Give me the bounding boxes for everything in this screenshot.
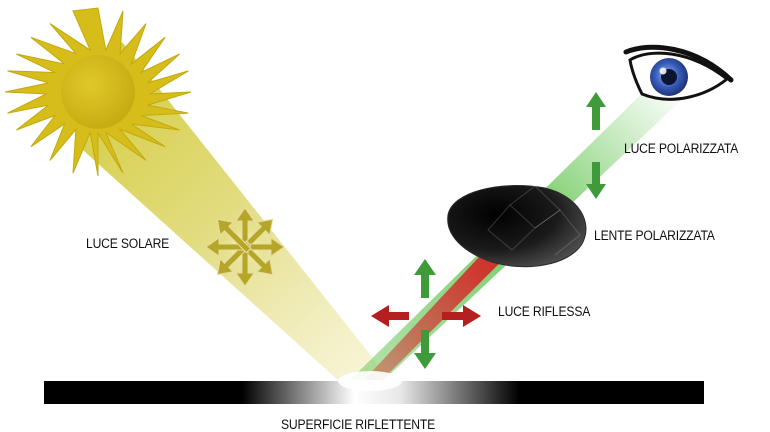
reflection-glare — [338, 371, 402, 391]
eye-icon — [623, 44, 734, 101]
sunlight-label: LUCE SOLARE — [86, 236, 170, 251]
sun-icon — [4, 7, 192, 177]
polarized-light-label: LUCE POLARIZZATA — [624, 141, 739, 156]
reflective-surface-label: SUPERFICIE RIFLETTENTE — [281, 417, 436, 432]
reflective-surface — [44, 381, 704, 404]
reflected-beam-red — [364, 226, 525, 380]
polarized-lens-icon — [447, 185, 587, 268]
reflected-arrows — [371, 259, 481, 369]
unpolarized-light-icon — [205, 207, 285, 287]
polarized-lens-label: LENTE POLARIZZATA — [594, 228, 715, 243]
reflected-light-label: LUCE RIFLESSA — [498, 304, 591, 319]
polarized-arrows-upper — [586, 92, 606, 199]
